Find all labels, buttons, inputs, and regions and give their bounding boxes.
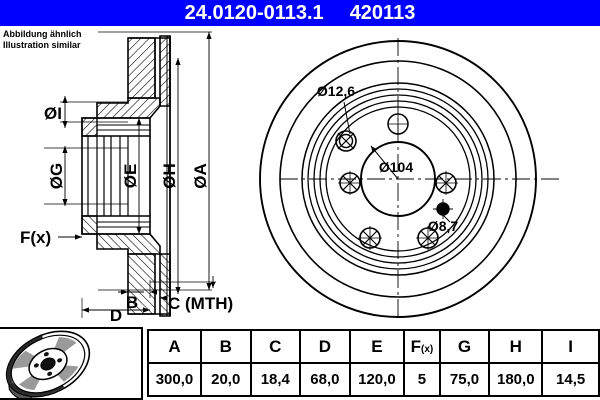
section-view-geometry <box>81 35 171 317</box>
spec-value-d: 68,0 <box>299 362 351 397</box>
spec-header-fx-main: F <box>410 336 422 356</box>
spec-header-d: D <box>299 329 351 364</box>
bolt-hole-right <box>434 171 458 195</box>
dimension-dia-i: ØI <box>44 96 128 128</box>
dimension-label-dia-g: ØG <box>47 163 66 189</box>
spec-value-c: 18,4 <box>249 362 302 397</box>
dimension-label-b: B <box>126 293 138 312</box>
dimension-label-dia-i: ØI <box>44 104 62 123</box>
dimension-dia-h: ØH <box>160 58 181 294</box>
spec-header-e: E <box>348 329 406 364</box>
illustration-note-de: Abbildung ähnlich <box>3 29 82 39</box>
small-hole-dia-8-7 <box>433 199 453 219</box>
callout-label-dia-8-7: Ø8,7 <box>428 218 459 234</box>
spec-table: A B C D E F(x) G H I 300,0 20,0 18,4 68,… <box>147 329 600 397</box>
spec-header-a: A <box>147 329 202 364</box>
bolt-hole-lower-right <box>416 226 440 250</box>
face-view-geometry <box>259 38 560 318</box>
dimension-fx: F(x) <box>20 228 82 247</box>
callout-dia-12-6: Ø12,6 <box>317 83 355 135</box>
spec-table-value-row: 300,0 20,0 18,4 68,0 120,0 5 75,0 180,0 … <box>147 362 600 397</box>
technical-drawing: ØI ØG F(x) <box>0 26 600 326</box>
illustration-note: Abbildung ähnlich Illustration similar <box>3 29 82 50</box>
callout-label-dia-104: Ø104 <box>379 159 413 175</box>
spec-value-a: 300,0 <box>147 362 202 397</box>
illustration-note-en: Illustration similar <box>3 39 81 50</box>
bottom-block: A B C D E F(x) G H I 300,0 20,0 18,4 68,… <box>0 327 600 400</box>
spec-table-header-row: A B C D E F(x) G H I <box>147 329 600 364</box>
spec-header-g: G <box>438 329 491 364</box>
spec-value-fx: 5 <box>403 362 441 397</box>
dimension-b: B <box>118 280 157 312</box>
spec-header-fx: F(x) <box>403 329 441 364</box>
spec-header-fx-sub: (x) <box>421 343 434 355</box>
bolt-hole-upper-left <box>335 130 357 152</box>
dimension-d: D <box>81 298 150 325</box>
spec-header-c: C <box>249 329 302 364</box>
dimension-label-c: C (MTH) <box>168 294 233 313</box>
header-bar: 24.0120-0113.1 420113 <box>0 0 600 26</box>
dimension-label-dia-e: ØE <box>121 164 140 189</box>
bolt-hole-lower-left <box>358 226 382 250</box>
reference-number: 420113 <box>349 2 416 24</box>
dimension-dia-e: ØE <box>121 117 148 235</box>
callout-label-dia-12-6: Ø12,6 <box>317 83 355 99</box>
dimension-dia-a: ØA <box>98 31 212 291</box>
dimension-label-dia-h: ØH <box>160 163 179 189</box>
callout-dia-104: Ø104 <box>370 145 413 180</box>
dimension-label-fx: F(x) <box>20 228 51 247</box>
spec-value-h: 180,0 <box>488 362 544 397</box>
dimension-label-dia-a: ØA <box>191 163 210 189</box>
bolt-hole-left <box>338 171 362 195</box>
spec-header-h: H <box>488 329 544 364</box>
spec-value-e: 120,0 <box>348 362 406 397</box>
callout-dia-8-7: Ø8,7 <box>428 214 459 234</box>
dimension-label-d: D <box>110 306 122 325</box>
dimension-dia-g: ØG <box>44 146 128 206</box>
dimension-c-mth: C (MTH) <box>150 276 233 313</box>
part-number: 24.0120-0113.1 <box>184 2 324 24</box>
product-photo-cell <box>0 327 143 400</box>
spec-value-g: 75,0 <box>438 362 491 397</box>
spec-header-i: I <box>541 329 600 364</box>
spec-value-b: 20,0 <box>199 362 252 397</box>
spec-value-i: 14,5 <box>541 362 600 397</box>
spec-header-b: B <box>199 329 252 364</box>
brake-disc-photo <box>5 330 91 398</box>
